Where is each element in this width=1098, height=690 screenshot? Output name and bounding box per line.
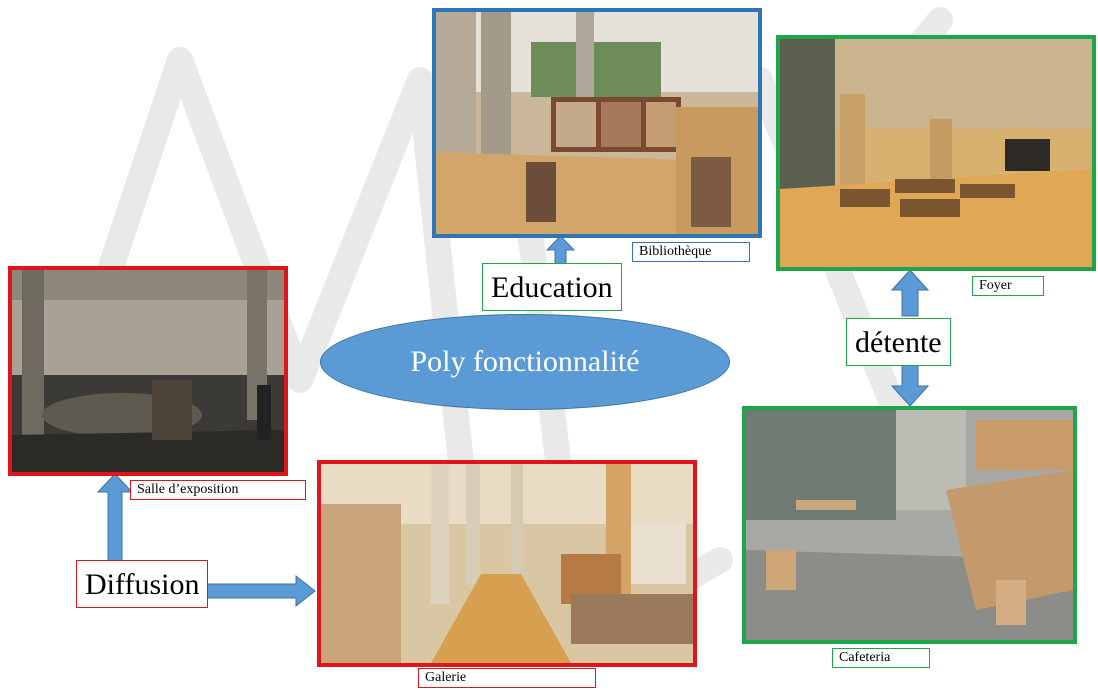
arrow-diffusion-galerie [203,574,316,608]
label-detente: détente [846,318,951,366]
caption-salle-exposition: Salle d’exposition [130,480,306,500]
caption-bibliotheque: Bibliothèque [632,242,750,262]
foyer-image [780,39,1092,267]
arrow-education-bibliotheque [545,235,576,265]
library-image [436,12,758,234]
arrow-detente-cafeteria [890,363,930,407]
cafeteria-image [746,410,1073,640]
exhibition-hall-image [12,270,284,472]
photo-galerie [317,460,697,667]
photo-cafeteria [742,406,1077,644]
arrow-detente-foyer [890,269,930,317]
label-diffusion: Diffusion [76,560,209,608]
photo-bibliotheque [432,8,762,238]
poly-fonctionnalite-ellipse: Poly fonctionnalité [320,314,730,410]
photo-salle-exposition [8,266,288,476]
caption-foyer: Foyer [972,276,1044,296]
caption-galerie: Galerie [418,668,596,688]
photo-foyer [776,35,1096,271]
caption-cafeteria: Cafeteria [832,648,930,668]
gallery-image [321,464,693,663]
label-education: Education [482,263,622,311]
poly-fonctionnalite-label: Poly fonctionnalité [410,345,640,378]
arrow-diffusion-salle [96,473,134,563]
